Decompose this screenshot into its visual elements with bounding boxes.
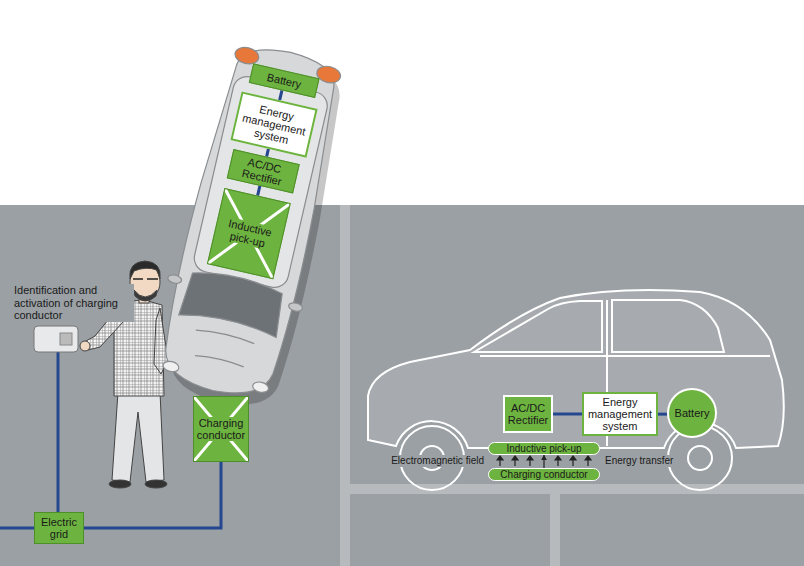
car-body (288, 302, 303, 313)
person (130, 261, 160, 279)
battery-circle: Battery (667, 388, 717, 438)
road-lines (340, 205, 804, 566)
power-line (658, 413, 667, 416)
component-box: Charging conductor (193, 396, 249, 462)
side-car (480, 300, 770, 446)
side-car (688, 446, 712, 470)
grid-wire (0, 527, 34, 530)
side-car (474, 301, 602, 352)
box-text: Electric grid (38, 516, 80, 540)
grid-wire (57, 352, 60, 512)
cross-mark (194, 397, 248, 461)
car-body (190, 328, 255, 368)
annotation-label: Identification and activation of chargin… (12, 284, 134, 322)
car-body (167, 274, 182, 285)
box-text: Battery (675, 407, 710, 419)
car-body (155, 39, 349, 404)
power-line (553, 413, 582, 416)
box-text: AC/DC Rectifier (508, 402, 548, 426)
box-text: Energy management system (587, 396, 653, 432)
road-lines (340, 205, 350, 566)
side-car (368, 290, 784, 490)
car-body (162, 360, 180, 373)
side-car (368, 290, 784, 448)
box-text: Charging conductor (196, 417, 246, 441)
power-line (267, 149, 269, 157)
power-line (84, 462, 221, 528)
car-body (145, 37, 358, 406)
box-text: Inductive pick-up (217, 215, 281, 252)
road-lines (340, 484, 804, 494)
box-text: Battery (265, 71, 304, 91)
charging-post (60, 333, 72, 345)
box-text: Energy management system (237, 99, 311, 150)
road-lines (550, 494, 560, 566)
person (133, 278, 158, 280)
ground (0, 0, 804, 205)
car-body (252, 381, 270, 394)
power-line (280, 90, 282, 100)
car-body (192, 74, 331, 290)
box-text: Charging conductor (500, 469, 587, 480)
charging-post (34, 326, 78, 352)
person (109, 480, 131, 488)
energy-arrow (543, 455, 544, 468)
side-car (612, 300, 724, 352)
cross-mark (208, 189, 289, 278)
band: Inductive pick-up (488, 442, 600, 455)
charging-post (34, 326, 78, 352)
person (112, 392, 164, 482)
person (80, 341, 90, 351)
ground (0, 205, 804, 566)
annotation-label: Electromagnetic field (389, 455, 486, 467)
component-box: Energy management system (582, 392, 658, 436)
person (145, 480, 167, 488)
component-box: AC/DC Rectifier (503, 395, 553, 433)
grid-wire (0, 352, 58, 528)
annotation-label: Energy transfer (603, 455, 675, 467)
box-text: Inductive pick-up (506, 443, 581, 454)
component-box: Electric grid (34, 512, 84, 544)
car-body (315, 64, 342, 85)
band: Charging conductor (488, 468, 600, 481)
person (134, 290, 157, 301)
power-line (258, 186, 260, 196)
